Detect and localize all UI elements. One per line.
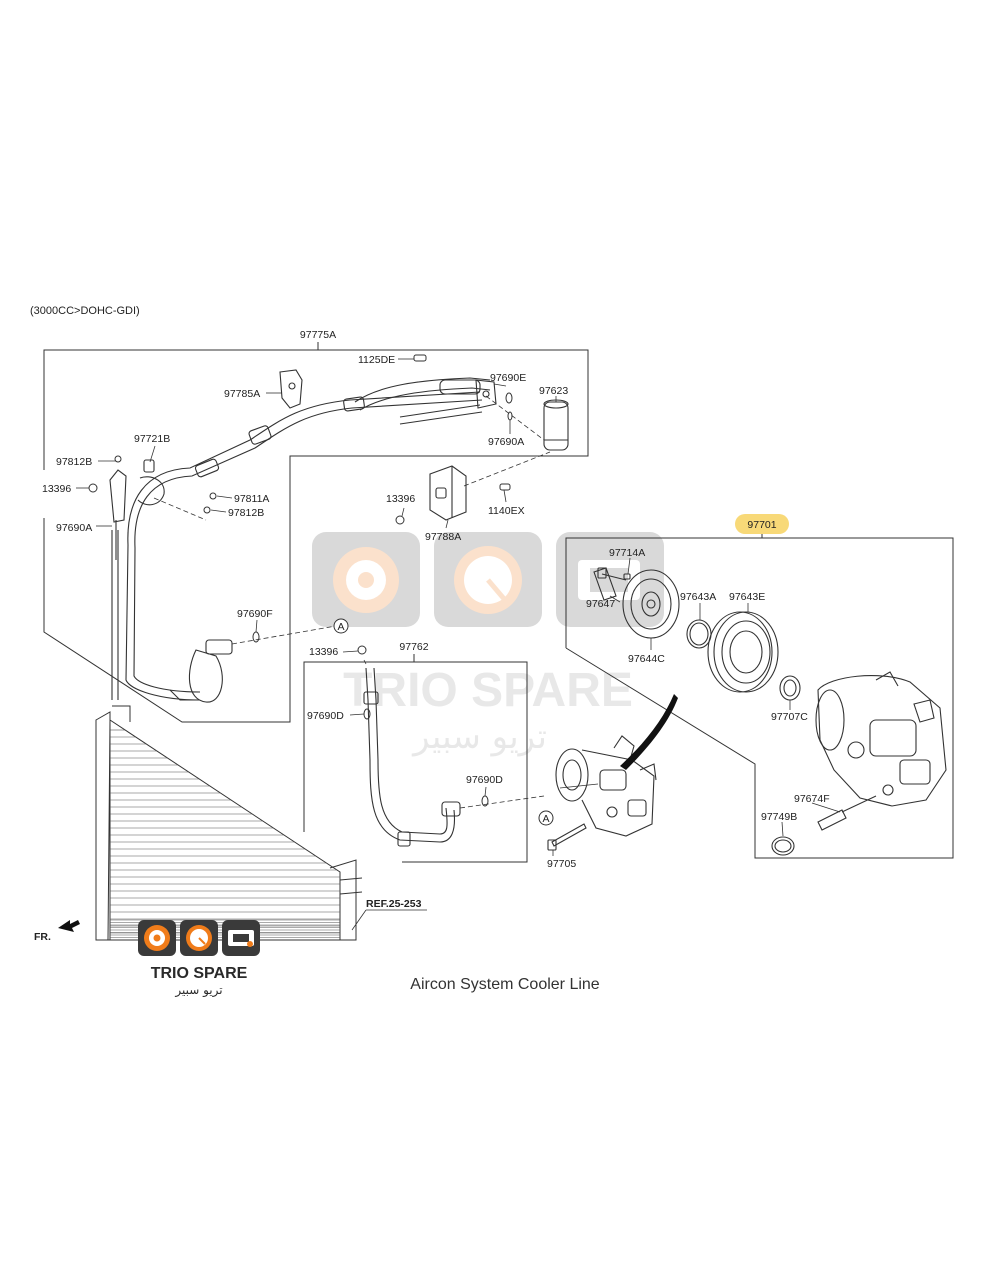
brand-logo: TRIO SPARE تريو سبير <box>138 920 260 998</box>
label-97762: 97762 <box>399 641 428 653</box>
pipe-fitting-lower <box>169 639 233 703</box>
watermark: TRIO SPARE تريو سبير <box>312 532 664 757</box>
label-97644C: 97644C <box>628 653 665 665</box>
front-direction-marker: FR. <box>34 920 80 943</box>
discharge-hose <box>363 667 461 847</box>
receiver-drier-97623 <box>543 399 569 451</box>
part-labels: 1125DE 97690E 97785A 97623 97690A 97721B… <box>42 354 830 870</box>
left-fitting-assembly <box>109 459 165 700</box>
label-97690E: 97690E <box>490 372 526 384</box>
fitting-97690E <box>475 379 497 409</box>
dashed-connectors <box>153 395 551 809</box>
ref-marker-a-upper: A <box>333 618 349 634</box>
svg-text:REF.25-253: REF.25-253 <box>366 898 422 910</box>
label-97785A: 97785A <box>224 388 260 400</box>
label-97674F: 97674F <box>794 793 830 805</box>
svg-text:A: A <box>542 813 549 825</box>
watermark-brand: TRIO SPARE <box>343 664 633 717</box>
bracket-97788A <box>429 465 467 521</box>
label-13396-left: 13396 <box>42 483 71 495</box>
label-97643A: 97643A <box>680 591 716 603</box>
label-97714A: 97714A <box>609 547 645 559</box>
label-97811A: 97811A <box>234 493 269 505</box>
label-97647: 97647 <box>586 598 615 610</box>
label-97775A: 97775A <box>300 329 336 341</box>
label-97690D-upper: 97690D <box>307 710 344 722</box>
svg-text:A: A <box>337 621 344 633</box>
zoom-pointer <box>620 694 678 770</box>
label-1140EX: 1140EX <box>488 505 525 517</box>
diagram-caption: Aircon System Cooler Line <box>0 976 982 994</box>
label-97623: 97623 <box>539 385 568 397</box>
label-97812B-left: 97812B <box>56 456 92 468</box>
compressor-clutch-parts <box>593 567 947 856</box>
label-97690F: 97690F <box>237 608 273 620</box>
label-97690A-top: 97690A <box>488 436 524 448</box>
caption-text: Aircon System Cooler Line <box>410 976 600 993</box>
group-frames <box>43 349 954 863</box>
label-97705: 97705 <box>547 858 576 870</box>
highlight-97701 <box>735 514 789 534</box>
engine-variant-note: (3000CC>DOHC-GDI) <box>30 305 140 317</box>
label-97721B: 97721B <box>134 433 170 445</box>
label-97749B: 97749B <box>761 811 797 823</box>
svg-text:FR.: FR. <box>34 931 51 943</box>
label-13396-low: 13396 <box>309 646 338 658</box>
label-97788A: 97788A <box>425 531 461 543</box>
fasteners <box>88 354 513 807</box>
label-97707C: 97707C <box>771 711 808 723</box>
label-97643E: 97643E <box>729 591 765 603</box>
bracket-97785A <box>279 369 303 409</box>
label-97690A-left: 97690A <box>56 522 92 534</box>
label-1125DE: 1125DE <box>358 354 395 366</box>
logo-brand: TRIO SPARE <box>151 965 248 982</box>
condenser <box>95 705 363 941</box>
ref-marker-a-lower: A <box>538 810 554 826</box>
bolt-97705 <box>547 823 587 851</box>
label-13396-mid: 13396 <box>386 493 415 505</box>
label-97701: 97701 <box>747 519 776 531</box>
watermark-arabic: تريو سبير <box>411 717 547 757</box>
label-97690D-lower: 97690D <box>466 774 503 786</box>
logo-arabic: تريو سبير <box>174 983 222 998</box>
leader-lines <box>76 358 841 856</box>
ref-label: REF.25-253 <box>351 898 427 931</box>
condenser-fins <box>110 729 340 938</box>
label-97812B-mid: 97812B <box>228 507 264 519</box>
